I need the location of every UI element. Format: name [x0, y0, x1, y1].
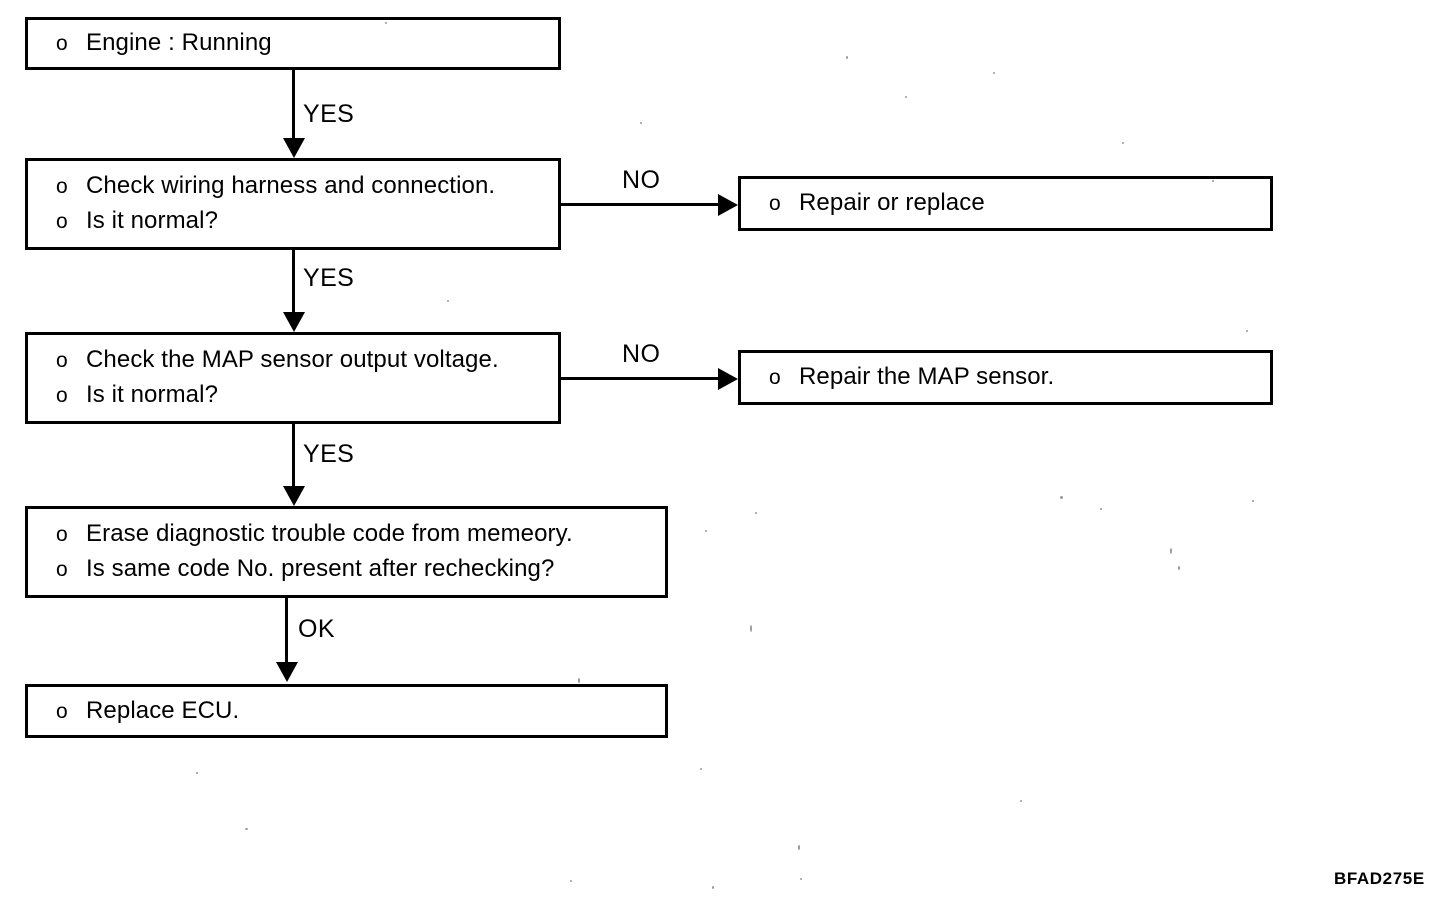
scan-speck — [570, 880, 572, 882]
scan-speck — [750, 625, 752, 632]
flow-node-line: o Is it normal? — [56, 378, 558, 413]
scan-speck — [1178, 566, 1180, 570]
connector-erase-to-replace-ecu — [285, 598, 288, 664]
bullet-icon: o — [56, 699, 68, 723]
flow-node-text: Check wiring harness and connection. — [86, 172, 496, 200]
flow-node-text: Is same code No. present after recheckin… — [86, 555, 555, 582]
scan-speck — [846, 56, 848, 59]
scan-speck — [993, 72, 995, 74]
edge-label-wiring-to-map: YES — [303, 264, 355, 292]
edge-label-wiring-to-repair: NO — [622, 166, 661, 194]
scan-speck — [578, 678, 580, 683]
flow-node-text: Is it normal? — [86, 381, 219, 408]
scan-speck — [1060, 496, 1063, 499]
flow-node-text: Replace ECU. — [86, 696, 240, 724]
connector-map-to-erase — [292, 424, 295, 488]
flow-node-line: o Repair or replace — [769, 186, 1270, 221]
flow-node-check-wiring: o Check wiring harness and connection. o… — [25, 158, 561, 250]
flow-node-text: Check the MAP sensor output voltage. — [86, 346, 499, 374]
edge-label-map-to-repair-sensor: NO — [622, 340, 661, 368]
arrowhead-wiring-to-repair — [718, 194, 738, 216]
edge-label-map-to-erase: YES — [303, 440, 355, 468]
flow-node-text: Engine : Running — [86, 29, 272, 57]
scan-speck — [800, 878, 802, 880]
flow-node-engine-running: o Engine : Running — [25, 17, 561, 70]
arrowhead-map-to-erase — [283, 486, 305, 506]
scan-speck — [196, 772, 198, 774]
scan-speck — [798, 845, 800, 850]
flow-node-line: o Check the MAP sensor output voltage. — [56, 343, 558, 378]
scan-speck — [700, 768, 702, 770]
flow-node-text: Repair or replace — [799, 189, 985, 217]
arrowhead-wiring-to-map — [283, 312, 305, 332]
scan-speck — [1122, 142, 1124, 144]
flow-node-line: o Erase diagnostic trouble code from mem… — [56, 517, 665, 552]
flow-node-check-map-voltage: o Check the MAP sensor output voltage. o… — [25, 332, 561, 424]
flow-node-repair-or-replace: o Repair or replace — [738, 176, 1273, 231]
flow-node-line: o Is it normal? — [56, 204, 558, 239]
edge-label-erase-to-replace-ecu: OK — [298, 615, 335, 643]
flow-node-line: o Repair the MAP sensor. — [769, 360, 1270, 395]
scan-speck — [245, 828, 248, 830]
connector-wiring-to-map — [292, 250, 295, 314]
bullet-icon: o — [56, 32, 68, 56]
arrowhead-map-to-repair-sensor — [718, 368, 738, 390]
flow-node-repair-map-sensor: o Repair the MAP sensor. — [738, 350, 1273, 405]
flow-node-line: o Replace ECU. — [56, 694, 665, 729]
flow-node-text: Repair the MAP sensor. — [799, 363, 1055, 391]
scan-speck — [1170, 548, 1172, 554]
arrowhead-engine-to-wiring — [283, 138, 305, 158]
bullet-icon: o — [56, 558, 68, 581]
scan-speck — [640, 122, 642, 124]
flow-node-line: o Check wiring harness and connection. — [56, 169, 558, 204]
bullet-icon: o — [56, 175, 68, 199]
connector-engine-to-wiring — [292, 70, 295, 140]
scan-speck — [705, 530, 707, 532]
flow-node-text: Erase diagnostic trouble code from memeo… — [86, 520, 573, 548]
edge-label-engine-to-wiring: YES — [303, 100, 355, 128]
flow-node-line: o Is same code No. present after recheck… — [56, 552, 665, 587]
bullet-icon: o — [769, 192, 781, 216]
figure-code-label: BFAD275E — [1334, 869, 1425, 888]
scan-speck — [1020, 800, 1022, 802]
scan-speck — [1100, 508, 1102, 510]
connector-wiring-to-repair — [561, 203, 721, 206]
flow-node-line: o Engine : Running — [56, 26, 558, 61]
arrowhead-erase-to-replace-ecu — [276, 662, 298, 682]
scan-speck — [1252, 500, 1254, 502]
bullet-icon: o — [56, 349, 68, 373]
bullet-icon: o — [56, 210, 68, 233]
bullet-icon: o — [56, 523, 68, 547]
bullet-icon: o — [769, 366, 781, 390]
flow-node-erase-dtc: o Erase diagnostic trouble code from mem… — [25, 506, 668, 598]
scan-speck — [1246, 330, 1248, 332]
scan-speck — [755, 512, 757, 514]
flow-node-text: Is it normal? — [86, 207, 219, 234]
flow-node-replace-ecu: o Replace ECU. — [25, 684, 668, 738]
scan-speck — [905, 96, 907, 98]
connector-map-to-repair-sensor — [561, 377, 721, 380]
scan-speck — [712, 886, 714, 889]
scan-speck — [447, 300, 449, 302]
bullet-icon: o — [56, 384, 68, 407]
